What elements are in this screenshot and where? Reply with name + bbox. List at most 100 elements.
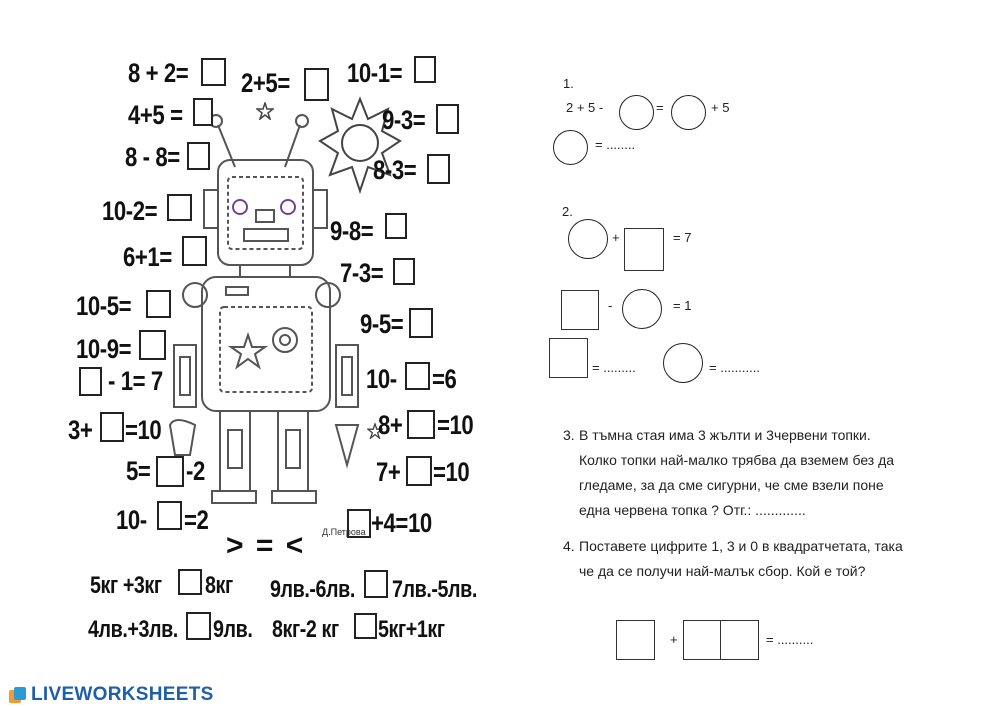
compare-box[interactable] (186, 612, 211, 640)
answer-circle[interactable] (622, 289, 662, 329)
equation: 10- (366, 364, 397, 394)
answer-box[interactable] (436, 104, 459, 134)
answer-box[interactable] (405, 362, 430, 390)
answer-box[interactable] (624, 228, 664, 271)
compare-right: 7лв.-5лв. (392, 576, 477, 603)
equation: 8+ (378, 410, 403, 440)
equation: - 1= 7 (108, 366, 163, 396)
answer-box[interactable] (167, 194, 192, 221)
equation: 10- (116, 505, 147, 535)
answer-box[interactable] (182, 236, 207, 266)
equation: 8 + 2= (128, 58, 189, 88)
task2-result: = 7 (673, 230, 692, 245)
answer-box[interactable] (156, 456, 184, 487)
answer-circle[interactable] (663, 343, 703, 383)
compare-left: 4лв.+3лв. (88, 616, 178, 643)
equation: 10-1= (347, 58, 403, 88)
answer-box[interactable] (201, 58, 226, 86)
answer-box[interactable] (406, 456, 432, 486)
answer-box[interactable] (193, 98, 213, 126)
answer-circle[interactable] (619, 95, 654, 130)
task2-result: = 1 (673, 298, 692, 313)
task1-text: 2 + 5 - (566, 100, 604, 115)
compare-box[interactable] (178, 569, 202, 595)
compare-right: 9лв. (213, 616, 253, 643)
task1-result: = ........ (595, 137, 636, 152)
equation: 3+ (68, 415, 93, 445)
equation: 9-3= (382, 105, 426, 135)
author-label: Д.Петрова (322, 527, 366, 537)
answer-box[interactable] (393, 258, 415, 285)
answer-box[interactable] (385, 213, 407, 239)
task1-plus: + 5 (711, 100, 730, 115)
task4-result: = .......... (766, 632, 814, 647)
equation: 6+1= (123, 242, 172, 272)
compare-box[interactable] (354, 613, 377, 639)
equation: 9-5= (360, 309, 404, 339)
equation: 7+ (376, 457, 401, 487)
logo-icon (9, 687, 26, 703)
equation: 8 - 8= (125, 142, 180, 172)
equation: =10 (433, 457, 470, 487)
answer-box[interactable] (407, 410, 435, 439)
task4-line: че да се получи най-малък сбор. Кой е то… (579, 563, 866, 579)
answer-box[interactable] (427, 154, 450, 184)
compare-box[interactable] (364, 570, 388, 598)
answer-box[interactable] (146, 290, 171, 318)
answer-box[interactable] (157, 501, 182, 530)
equation: =10 (437, 410, 474, 440)
task4-line: Поставете цифрите 1, 3 и 0 в квадратчета… (579, 538, 903, 554)
answer-box[interactable] (414, 56, 436, 83)
answer-circle[interactable] (671, 95, 706, 130)
liveworksheets-logo: LIVEWORKSHEETS (8, 684, 214, 706)
answer-box[interactable] (100, 412, 124, 442)
task2-result: = ......... (592, 360, 636, 375)
answer-box[interactable] (561, 290, 599, 330)
equation: +4=10 (371, 508, 432, 538)
star-icon (256, 102, 274, 120)
task2-plus: + (612, 230, 620, 245)
task-number: 1. (563, 76, 574, 91)
task3-line: една червена топка ? Отг.: ............. (579, 502, 806, 518)
answer-box[interactable] (616, 620, 655, 660)
answer-circle[interactable] (553, 130, 588, 165)
sun-icon (318, 96, 402, 195)
compare-right: 8кг (205, 572, 233, 599)
equation: 5= (126, 456, 151, 486)
answer-box[interactable] (409, 308, 433, 338)
compare-left: 9лв.-6лв. (270, 576, 355, 603)
equation: 8-3= (373, 155, 417, 185)
equation: 2+5= (241, 68, 290, 98)
task-number: 4. (563, 538, 575, 554)
task2-minus: - (608, 298, 613, 313)
equation: -2 (186, 456, 205, 486)
answer-box[interactable] (187, 142, 210, 170)
answer-box[interactable] (304, 68, 329, 101)
answer-circle[interactable] (568, 219, 608, 259)
equation: =6 (432, 364, 457, 394)
answer-box[interactable] (347, 509, 371, 538)
compare-left: 5кг +3кг (90, 572, 162, 599)
task2-result: = ........... (709, 360, 760, 375)
answer-box[interactable] (683, 620, 721, 660)
equation: 10-2= (102, 196, 158, 226)
task3-line: В тъмна стая има 3 жълти и 3червени топк… (579, 427, 871, 443)
star-icon (367, 423, 383, 439)
compare-signs: > = < (226, 529, 306, 562)
task3-line: Колко топки най-малко трябва да вземем б… (579, 452, 895, 468)
task3-line: гледаме, за да сме сигурни, че сме взели… (579, 477, 884, 493)
equation: =10 (125, 415, 162, 445)
answer-box[interactable] (720, 620, 759, 660)
logo-text: LIVEWORKSHEETS (31, 684, 214, 705)
equation: 10-9= (76, 334, 132, 364)
answer-box[interactable] (549, 338, 588, 378)
robot-illustration (168, 114, 360, 504)
equation: 10-5= (76, 291, 132, 321)
task4-plus: + (670, 632, 678, 647)
task1-equals: = (656, 100, 664, 115)
task-number: 2. (562, 204, 573, 219)
answer-box[interactable] (139, 330, 166, 360)
equation: 4+5 = (128, 100, 183, 130)
compare-left: 8кг-2 кг (272, 616, 339, 643)
answer-box[interactable] (79, 367, 102, 396)
